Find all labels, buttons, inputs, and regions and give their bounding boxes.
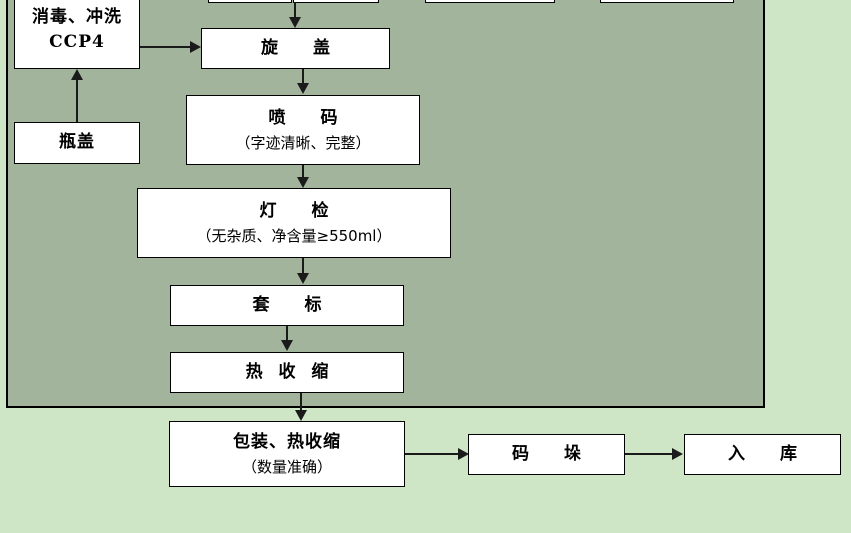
node-sterilize-rinse[interactable]: 消毒、冲洗 CCP4 bbox=[14, 0, 140, 69]
arrowhead-down-labeling bbox=[297, 273, 309, 284]
arrowhead-down-coding bbox=[297, 83, 309, 94]
edge-heatshrink-to-packing bbox=[300, 393, 302, 411]
node-label-note: （数量准确） bbox=[241, 457, 332, 476]
edge-palletizing-to-warehousing bbox=[625, 453, 674, 455]
node-inkjet-coding[interactable]: 喷 码 （字迹清晰、完整） bbox=[186, 95, 420, 165]
node-top-fragment-2[interactable] bbox=[293, 0, 379, 3]
edge-topfragment-to-capping bbox=[294, 2, 296, 18]
node-label-primary: 灯 检 bbox=[259, 200, 338, 221]
node-capping[interactable]: 旋 盖 bbox=[201, 28, 390, 69]
edge-packing-to-palletizing bbox=[405, 453, 460, 455]
node-label-ccp: CCP4 bbox=[49, 32, 105, 52]
node-label-primary: 消毒、冲洗 bbox=[32, 6, 122, 27]
node-label: 套 标 bbox=[252, 294, 331, 315]
node-top-fragment-1[interactable] bbox=[208, 0, 292, 3]
node-warehousing[interactable]: 入 库 bbox=[684, 434, 841, 475]
edge-inspection-to-labeling bbox=[302, 258, 304, 274]
node-labeling[interactable]: 套 标 bbox=[170, 285, 404, 326]
node-lamp-inspection[interactable]: 灯 检 （无杂质、净含量≥550ml） bbox=[137, 188, 451, 258]
node-top-fragment-4[interactable] bbox=[600, 0, 734, 3]
edge-coding-to-inspection bbox=[302, 165, 304, 178]
node-bottle-cap[interactable]: 瓶盖 bbox=[14, 122, 140, 164]
arrowhead-down-inspection bbox=[297, 177, 309, 188]
arrowhead-down-capping bbox=[289, 17, 301, 28]
node-label-note: （字迹清晰、完整） bbox=[235, 133, 371, 152]
node-heat-shrink[interactable]: 热 收 缩 bbox=[170, 352, 404, 393]
arrowhead-right-warehousing bbox=[672, 448, 683, 460]
node-top-fragment-3[interactable] bbox=[425, 0, 555, 3]
edge-capping-to-coding bbox=[302, 69, 304, 84]
node-label-primary: 包装、热收缩 bbox=[233, 431, 341, 452]
node-label-primary: 喷 码 bbox=[268, 107, 347, 128]
node-label: 码 垛 bbox=[512, 443, 590, 464]
edge-bottlecap-to-sterilize bbox=[76, 78, 78, 122]
node-packing-heat-shrink[interactable]: 包装、热收缩 （数量准确） bbox=[169, 421, 405, 487]
arrowhead-up-sterilize bbox=[71, 69, 83, 80]
node-label: 旋 盖 bbox=[261, 37, 339, 58]
edge-sterilize-to-capping bbox=[140, 46, 192, 48]
node-label-note: （无杂质、净含量≥550ml） bbox=[196, 226, 392, 245]
node-palletizing[interactable]: 码 垛 bbox=[468, 434, 625, 475]
arrowhead-down-packing bbox=[295, 410, 307, 421]
node-label: 入 库 bbox=[728, 443, 806, 464]
arrowhead-down-heatshrink bbox=[281, 340, 293, 351]
node-label: 热 收 缩 bbox=[245, 361, 334, 382]
arrowhead-right-capping bbox=[190, 41, 201, 53]
arrowhead-right-palletizing bbox=[458, 448, 469, 460]
node-label: 瓶盖 bbox=[59, 132, 95, 153]
edge-labeling-to-heatshrink bbox=[286, 326, 288, 341]
